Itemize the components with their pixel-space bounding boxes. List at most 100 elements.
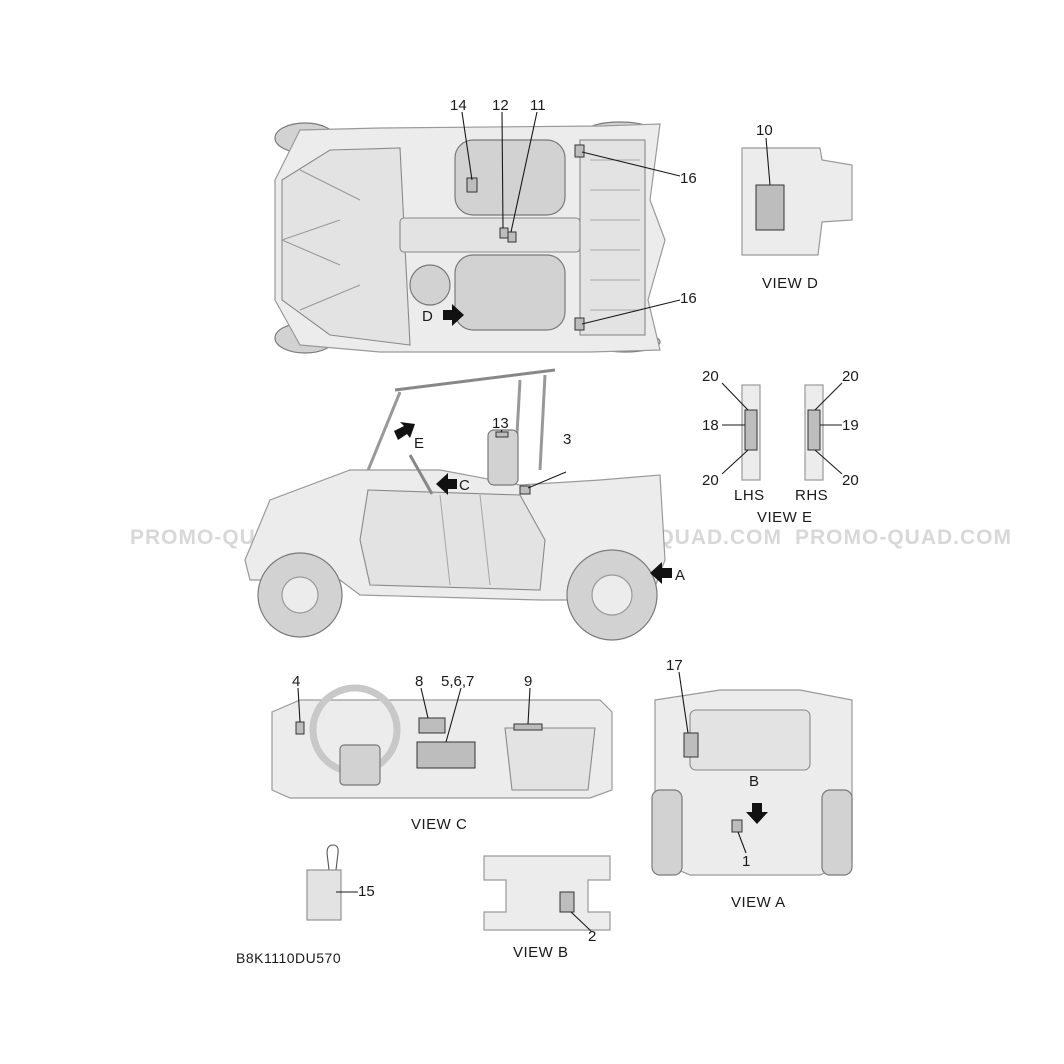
label-18-patch [744, 409, 758, 451]
leader-line [581, 299, 681, 325]
seat-upper [454, 139, 566, 216]
steering-column [339, 744, 381, 786]
rear-wheel-right [821, 789, 853, 876]
hood-lines [281, 169, 361, 311]
rear-hub [591, 574, 633, 616]
view-e-lhs: LHS [734, 487, 765, 504]
callout-1: 1 [742, 853, 750, 870]
tag-string [326, 844, 339, 871]
view-d-title: VIEW D [762, 275, 818, 292]
label-3-patch [519, 485, 531, 495]
steering-wheel [409, 264, 451, 306]
steering-column [408, 454, 434, 495]
leader-line [570, 911, 592, 932]
hood [281, 147, 411, 346]
callout-20a: 20 [702, 368, 719, 385]
arrow-a-label: A [675, 567, 685, 584]
view-b: 2 VIEW B [483, 855, 611, 961]
arrow-c-label: C [459, 477, 470, 494]
label-10-patch [755, 184, 785, 231]
view-e-title: VIEW E [757, 509, 813, 526]
leader-line [765, 137, 771, 186]
label-9-patch [513, 723, 543, 731]
cargo-bed [579, 139, 646, 336]
callout-567: 5,6,7 [441, 673, 474, 690]
leader-line [461, 111, 473, 181]
diagram-code: B8K1110DU570 [236, 950, 341, 966]
arrow-e-label: E [414, 435, 424, 452]
view-c-title: VIEW C [411, 816, 467, 833]
callout-20b: 20 [702, 472, 719, 489]
label-1-patch [731, 819, 743, 833]
callout-19: 19 [842, 417, 859, 434]
leader-line [721, 382, 749, 411]
leader-line [721, 449, 749, 475]
view-e: 20 18 20 20 19 20 LHS RHS VIEW E [702, 368, 859, 526]
callout-11: 11 [530, 97, 546, 114]
label-567-patch [416, 741, 476, 769]
arrow-a-icon [650, 562, 672, 584]
tag-card [306, 869, 342, 921]
view-c: 4 8 5,6,7 9 VIEW C [271, 673, 613, 833]
tailgate [689, 709, 811, 771]
callout-9: 9 [524, 673, 532, 690]
label-14-patch [466, 177, 478, 193]
leader-line [445, 687, 462, 743]
callout-8: 8 [415, 673, 423, 690]
arrow-e-icon [394, 422, 415, 440]
label-4-patch [295, 721, 305, 735]
callout-20d: 20 [842, 472, 859, 489]
label-2-patch [559, 891, 575, 913]
leader-line [501, 111, 504, 229]
seat-lower [454, 254, 566, 331]
view-d: 10 VIEW D [741, 122, 853, 292]
callout-16b: 16 [680, 290, 697, 307]
leader-line [420, 687, 429, 719]
watermark-text: PROMO-QUAD.COM [795, 526, 1012, 549]
callout-18: 18 [702, 417, 719, 434]
leader-line [510, 111, 538, 233]
leader-line [814, 382, 843, 411]
leader-line [737, 831, 747, 854]
arrow-b-label: B [749, 773, 759, 790]
label-16-patch [574, 144, 585, 158]
callout-15: 15 [358, 883, 375, 900]
leader-line [297, 687, 301, 723]
callout-10: 10 [756, 122, 773, 139]
glove-box [504, 727, 596, 791]
leader-line [527, 687, 531, 725]
leader-line [678, 671, 689, 734]
arrow-b-icon [746, 803, 768, 824]
callout-16a: 16 [680, 170, 697, 187]
leader-line [527, 471, 567, 489]
callout-4: 4 [292, 673, 300, 690]
callout-13: 13 [492, 415, 509, 432]
label-13-patch [495, 431, 509, 438]
leader-line [500, 429, 503, 433]
view-b-title: VIEW B [513, 944, 569, 961]
arrow-c-icon [436, 473, 457, 495]
callout-3: 3 [563, 431, 571, 448]
view-a: B 17 1 VIEW A [651, 657, 853, 911]
label-8-patch [418, 717, 446, 734]
callout-17: 17 [666, 657, 683, 674]
door-lines [439, 494, 491, 586]
leader-line [581, 151, 681, 177]
callout-20c: 20 [842, 368, 859, 385]
roof [394, 368, 556, 392]
top-view-vehicle: D 14 12 11 16 16 [274, 97, 697, 354]
callout-14: 14 [450, 97, 467, 114]
front-hub [281, 576, 319, 614]
label-17-patch [683, 732, 699, 758]
leader-line [814, 449, 843, 475]
seat-back [487, 429, 519, 486]
rear-wheel-left [651, 789, 683, 876]
view-b-part [483, 855, 611, 931]
arrow-d-label: D [422, 308, 433, 325]
door [359, 489, 546, 591]
arrow-d-icon [443, 304, 464, 326]
callout-12: 12 [492, 97, 509, 114]
item-15-tag: 15 [306, 844, 375, 921]
callout-2: 2 [588, 928, 596, 945]
